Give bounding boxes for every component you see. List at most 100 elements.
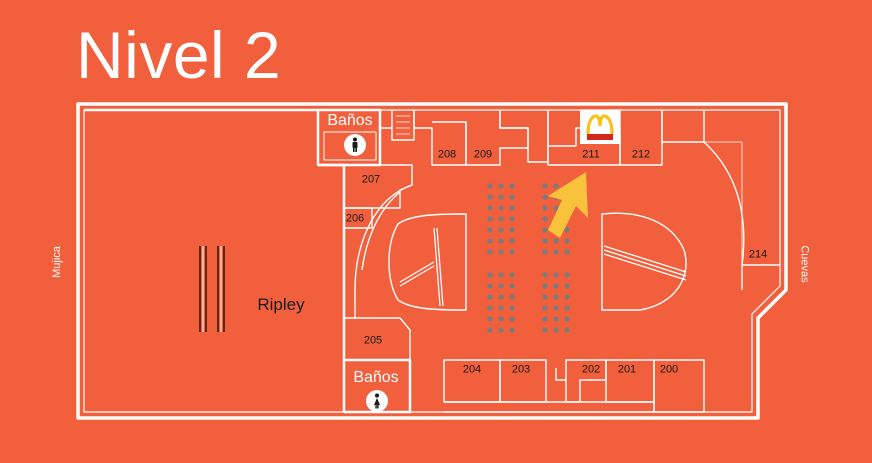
seat bbox=[509, 249, 515, 255]
seat bbox=[553, 294, 559, 300]
seat bbox=[564, 305, 570, 311]
seat bbox=[487, 249, 493, 255]
seat bbox=[553, 327, 559, 333]
seat bbox=[542, 327, 548, 333]
seat bbox=[542, 316, 548, 322]
seat bbox=[553, 305, 559, 311]
seat bbox=[509, 327, 515, 333]
seat bbox=[498, 272, 504, 278]
unit-206-label: 206 bbox=[345, 212, 365, 225]
seat bbox=[498, 194, 504, 200]
seat bbox=[542, 272, 548, 278]
seat bbox=[487, 205, 493, 211]
seat bbox=[498, 216, 504, 222]
unit-210-outline bbox=[499, 110, 549, 163]
unit-208-label: 208 bbox=[437, 148, 457, 161]
seat bbox=[487, 294, 493, 300]
seat bbox=[564, 227, 570, 233]
seat bbox=[487, 183, 493, 189]
escalator-well-right bbox=[601, 212, 687, 311]
court-curve-left-2 bbox=[361, 191, 401, 271]
seat bbox=[542, 238, 548, 244]
seat bbox=[487, 272, 493, 278]
food-court-seating bbox=[487, 183, 570, 333]
seat bbox=[553, 183, 559, 189]
seat bbox=[498, 294, 504, 300]
ripley-boundary bbox=[84, 108, 346, 412]
seat bbox=[487, 227, 493, 233]
unit-204-label: 204 bbox=[462, 363, 482, 376]
seat bbox=[487, 305, 493, 311]
seat bbox=[509, 305, 515, 311]
location-arrow-icon bbox=[548, 172, 588, 238]
seat bbox=[564, 272, 570, 278]
seat bbox=[487, 216, 493, 222]
unit-214-outline bbox=[704, 141, 743, 265]
seat bbox=[498, 316, 504, 322]
seat bbox=[553, 249, 559, 255]
seat bbox=[553, 238, 559, 244]
stair-lines bbox=[396, 115, 410, 135]
unit-206-outline bbox=[344, 207, 373, 229]
seat bbox=[553, 272, 559, 278]
seat bbox=[509, 216, 515, 222]
escalator-right-b bbox=[603, 249, 687, 277]
seat bbox=[498, 327, 504, 333]
unit-201-label: 201 bbox=[617, 363, 637, 376]
kiosk bbox=[555, 368, 566, 381]
court-curve-left bbox=[354, 184, 413, 318]
man-icon bbox=[344, 134, 366, 156]
woman-icon bbox=[366, 390, 388, 412]
unit-207-label: 207 bbox=[361, 173, 381, 186]
seat bbox=[509, 272, 515, 278]
court-curve-right bbox=[703, 141, 780, 266]
unit-202-label: 202 bbox=[581, 363, 601, 376]
seat bbox=[487, 316, 493, 322]
seat bbox=[564, 283, 570, 289]
seat bbox=[542, 305, 548, 311]
unit-200-outline bbox=[653, 359, 705, 413]
seat bbox=[564, 294, 570, 300]
seat bbox=[509, 238, 515, 244]
seat bbox=[509, 283, 515, 289]
building-outline bbox=[76, 102, 788, 420]
seat bbox=[487, 327, 493, 333]
seat bbox=[564, 316, 570, 322]
seat bbox=[498, 249, 504, 255]
restroom-bottom-box bbox=[344, 358, 412, 414]
restroom-label-women: Baños bbox=[353, 369, 399, 386]
unit-214-label: 214 bbox=[748, 248, 768, 261]
restroom-label-men: Baños bbox=[327, 112, 373, 129]
seat bbox=[542, 294, 548, 300]
stair-block bbox=[379, 110, 415, 141]
seat bbox=[498, 305, 504, 311]
seat bbox=[564, 249, 570, 255]
escalator-left-d bbox=[399, 265, 435, 287]
seat bbox=[509, 294, 515, 300]
bottom-strip bbox=[444, 401, 655, 413]
unit-211-label: 211 bbox=[582, 148, 600, 161]
seat bbox=[542, 183, 548, 189]
unit-203-label: 203 bbox=[511, 363, 531, 376]
page-title: Nivel 2 bbox=[76, 18, 282, 92]
seat bbox=[509, 194, 515, 200]
unit-205-label: 205 bbox=[363, 334, 383, 347]
seat bbox=[553, 205, 559, 211]
seat bbox=[487, 283, 493, 289]
seat bbox=[509, 183, 515, 189]
street-label-right: Cuevas bbox=[798, 245, 811, 283]
restroom-top-inner bbox=[323, 131, 377, 161]
seat bbox=[509, 205, 515, 211]
seat bbox=[498, 238, 504, 244]
seat bbox=[509, 227, 515, 233]
mcdonalds-logo-icon bbox=[580, 110, 620, 144]
escalator-left-a bbox=[433, 227, 441, 307]
seat bbox=[509, 316, 515, 322]
escalator-right-a bbox=[603, 245, 687, 273]
unit-200-label: 200 bbox=[659, 363, 679, 376]
unit-213-outline bbox=[661, 110, 705, 143]
unit-207-outline bbox=[344, 164, 413, 209]
escalator-left-c bbox=[399, 261, 435, 283]
seat bbox=[542, 283, 548, 289]
seat bbox=[487, 194, 493, 200]
